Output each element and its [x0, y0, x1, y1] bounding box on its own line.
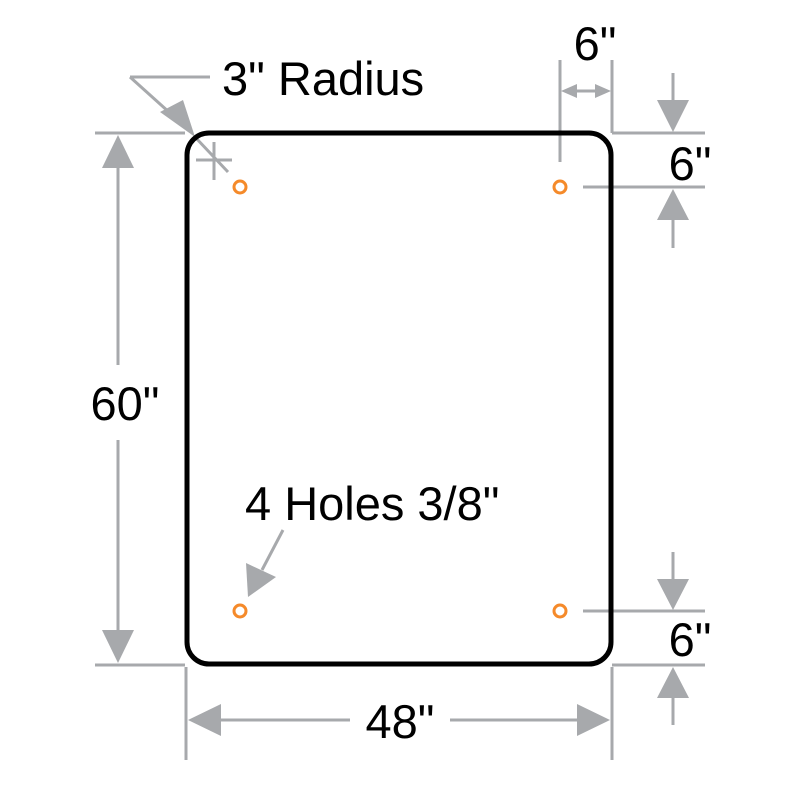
top-hole-offset-x-label: 6" — [574, 17, 617, 70]
arrow-up-icon — [657, 667, 689, 698]
extension-lines — [95, 60, 705, 760]
arrow-left-icon — [561, 84, 577, 98]
top-hole-offset-y-label: 6" — [669, 137, 712, 190]
arrow-left-icon — [188, 704, 221, 736]
arrow-up-icon — [657, 189, 689, 220]
top-hole-offset-y: 6" — [657, 73, 711, 248]
holes-label: 4 Holes 3/8" — [245, 477, 499, 530]
sign-outline — [184, 130, 614, 667]
arrow-icon — [246, 563, 276, 597]
arrow-down-icon — [102, 630, 134, 663]
hole-bottom-left — [232, 603, 248, 619]
radius-callout: 3" Radius — [128, 52, 424, 180]
arrow-down-icon — [657, 579, 689, 610]
bottom-hole-offset-y: 6" — [657, 552, 711, 725]
bottom-hole-offset-y-label: 6" — [669, 613, 712, 666]
arrow-down-icon — [657, 100, 689, 132]
width-label: 48" — [366, 695, 435, 748]
radius-label: 3" Radius — [222, 52, 424, 105]
arrow-up-icon — [102, 135, 134, 168]
radius-center-mark — [193, 135, 232, 180]
top-hole-offset-x: 6" — [561, 17, 616, 98]
hole-bottom-right — [552, 603, 568, 619]
hole-top-left — [232, 179, 248, 195]
arrow-icon — [160, 100, 195, 137]
width-dimension: 48" — [188, 695, 610, 748]
arrow-right-icon — [595, 84, 611, 98]
holes-callout: 4 Holes 3/8" — [245, 477, 499, 597]
arrow-right-icon — [577, 704, 610, 736]
hole-top-right — [552, 179, 568, 195]
height-dimension: 60" — [91, 135, 160, 663]
height-label: 60" — [91, 377, 160, 430]
